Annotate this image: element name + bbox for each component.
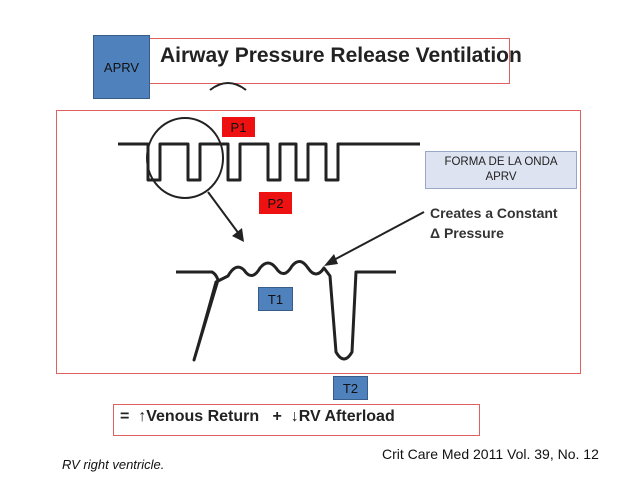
formula-text: = ↑Venous Return + ↓RV Afterload [120, 408, 395, 425]
p1-label: P1 [222, 117, 255, 137]
annotation-line2: Δ Pressure [430, 225, 504, 241]
annotation-line1: Creates a Constant [430, 205, 558, 221]
slide-title: Airway Pressure Release Ventilation [160, 44, 522, 67]
citation: Crit Care Med 2011 Vol. 39, No. 12 [382, 446, 599, 462]
waveform-callout: FORMA DE LA ONDA APRV [425, 151, 577, 189]
zoom-arrow-head [232, 228, 244, 242]
magnifier-circle [146, 117, 224, 199]
p2-label: P2 [259, 192, 292, 214]
pressure-waveform [118, 142, 420, 182]
aprv-badge: APRV [93, 35, 150, 99]
title-box [148, 38, 510, 84]
constant-arrow-head [324, 254, 338, 266]
footnote: RV right ventricle. [62, 457, 165, 472]
diagram-frame [56, 110, 581, 374]
constant-arrow [329, 211, 425, 263]
constant-pressure-annotation: Creates a Constant Δ Pressure [430, 203, 558, 243]
callout-line1: FORMA DE LA ONDA [444, 156, 558, 168]
zoom-arrow [207, 191, 243, 239]
formula-box [113, 404, 480, 436]
t2-label: T2 [333, 376, 368, 400]
t1-label: T1 [258, 287, 293, 311]
flow-waveform [176, 260, 396, 362]
partial-circle [209, 82, 247, 91]
callout-line2: APRV [485, 171, 517, 183]
